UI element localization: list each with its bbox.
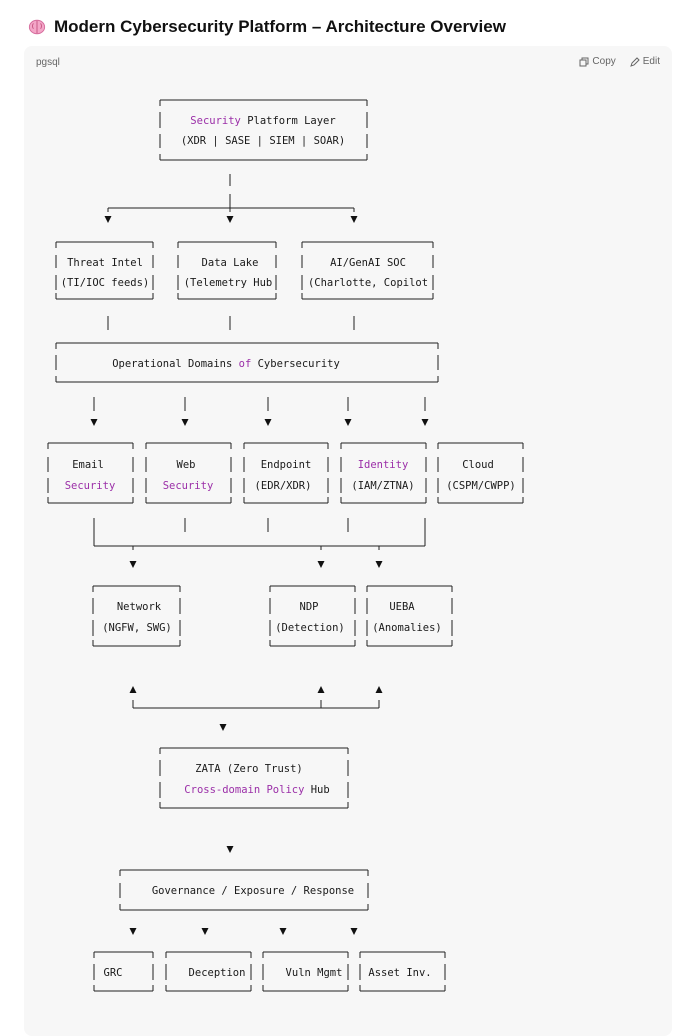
outcome-asset-inventory: Asset Inv.	[359, 951, 446, 992]
domain-label: Endpoint	[261, 459, 312, 471]
platform-title: Security Platform Layer	[190, 115, 335, 127]
pillar-data-lake: Data Lake (Telemetry Hub	[177, 241, 277, 300]
subdomain-network: Network (NGFW, SWG)	[92, 585, 181, 647]
domain-email: Email Security	[47, 442, 134, 504]
pillar-ai-soc: AI/GenAI SOC (Charlotte, Copilot	[301, 241, 434, 300]
pillar-label: Data Lake	[202, 257, 259, 269]
domain-identity: Identity (IAM/ZTNA)	[340, 442, 427, 504]
governance-label: Governance / Exposure / Response	[152, 885, 354, 897]
governance-box: Governance / Exposure / Response	[119, 869, 369, 911]
domain-label: Cloud	[462, 459, 494, 471]
code-block-header: pgsql Copy Edit	[24, 46, 672, 76]
copy-button[interactable]: Copy	[579, 56, 616, 67]
pillar-label: Threat Intel	[67, 257, 143, 269]
outcome-grc: GRC	[93, 951, 154, 992]
operational-domains-box: Operational Domains of Cybersecurity	[55, 342, 439, 383]
edit-label: Edit	[642, 56, 660, 67]
subdomain-ueba: UEBA (Anomalies)	[366, 585, 453, 647]
outcome-label: GRC	[104, 967, 123, 979]
subdomain-label: Network	[117, 601, 162, 613]
subdomain-ndp: NDP (Detection)	[269, 585, 356, 647]
subdomain-label: UEBA	[389, 601, 415, 613]
subdomain-sublabel: (Detection)	[275, 622, 345, 634]
domain-sublabel: Security	[163, 480, 214, 492]
edit-button[interactable]: Edit	[629, 56, 660, 67]
pillar-sublabel: (TI/IOC feeds)	[61, 277, 150, 289]
zata-subtitle: Cross-domain Policy Hub	[184, 784, 329, 796]
pillar-sublabel: (Charlotte, Copilot	[308, 277, 428, 289]
outcome-label: Deception	[189, 967, 246, 979]
brain-icon	[28, 19, 46, 35]
platform-subtitle: (XDR | SASE | SIEM | SOAR)	[181, 135, 345, 147]
code-language-label: pgsql	[36, 57, 60, 68]
operational-domains-label: Operational Domains of Cybersecurity	[112, 358, 340, 370]
outcome-vuln-mgmt: Vuln Mgmt	[262, 951, 349, 992]
subdomain-sublabel: (Anomalies)	[372, 622, 442, 634]
outcome-label: Asset Inv.	[368, 967, 431, 979]
domain-endpoint: Endpoint (EDR/XDR)	[243, 442, 329, 504]
domain-web: Web Security	[145, 442, 232, 504]
domain-sublabel: (CSPM/CWPP)	[446, 480, 516, 492]
page-heading: Modern Cybersecurity Platform – Architec…	[28, 14, 506, 40]
page-title: Modern Cybersecurity Platform – Architec…	[54, 17, 506, 36]
domain-label: Identity	[358, 459, 409, 471]
copy-label: Copy	[592, 56, 616, 67]
domain-sublabel: (EDR/XDR)	[255, 480, 312, 492]
edit-icon	[629, 56, 640, 67]
subdomain-label: NDP	[300, 601, 319, 613]
domain-label: Email	[72, 459, 104, 471]
copy-icon	[579, 57, 589, 66]
outcome-label: Vuln Mgmt	[286, 967, 343, 979]
domain-label: Web	[177, 459, 196, 471]
pillar-label: AI/GenAI SOC	[330, 257, 406, 269]
code-block: pgsql Copy Edit	[24, 46, 672, 1036]
zata-box: ZATA (Zero Trust) Cross-domain Policy Hu…	[159, 747, 349, 809]
code-actions: Copy Edit	[579, 56, 660, 67]
subdomain-sublabel: (NGFW, SWG)	[102, 622, 172, 634]
pillar-sublabel: (Telemetry Hub	[184, 277, 273, 289]
zata-title: ZATA (Zero Trust)	[195, 763, 302, 775]
domain-cloud: Cloud (CSPM/CWPP)	[437, 442, 524, 504]
platform-box: Security Platform Layer (XDR | SASE | SI…	[159, 99, 368, 161]
domain-sublabel: (IAM/ZTNA)	[351, 480, 414, 492]
domain-sublabel: Security	[65, 480, 116, 492]
pillar-threat-intel: Threat Intel (TI/IOC feeds)	[55, 241, 154, 300]
outcome-deception: Deception	[165, 951, 252, 992]
